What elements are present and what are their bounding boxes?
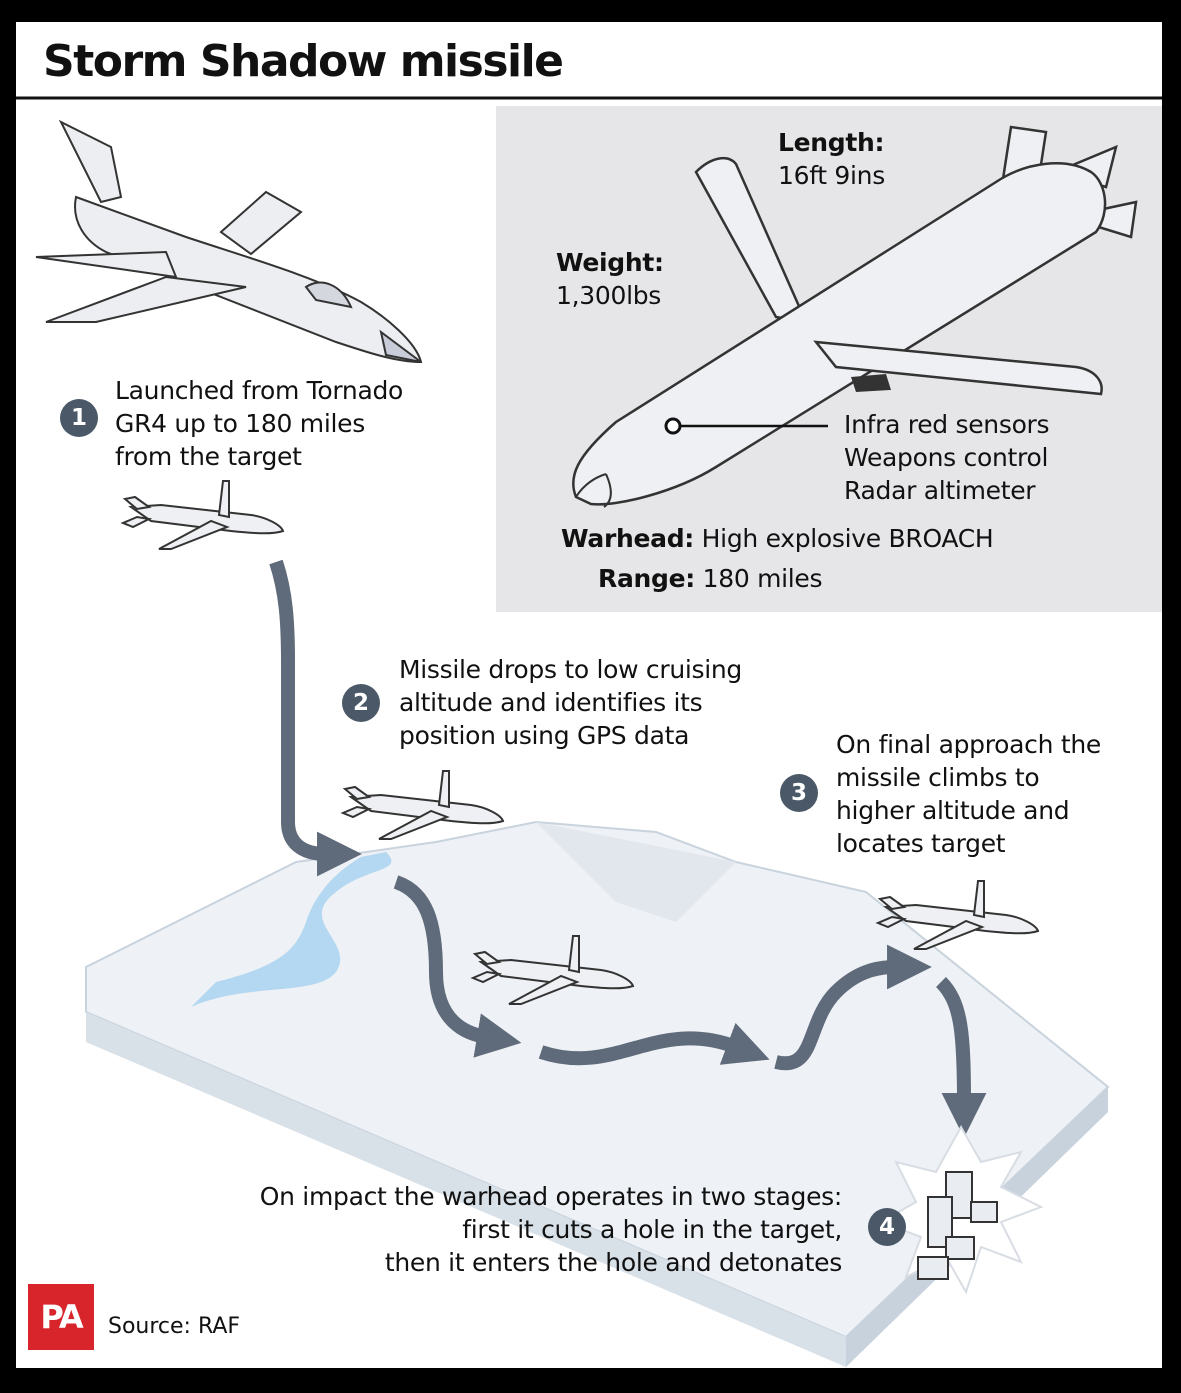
step-line: On final approach the: [836, 730, 1101, 759]
length-value: 16ft 9ins: [778, 161, 885, 190]
source-credit: Source: RAF: [108, 1314, 241, 1339]
step-4-badge: 4: [868, 1208, 906, 1246]
step-1-text: Launched from Tornado GR4 up to 180 mile…: [115, 374, 403, 473]
sensor-list: Infra red sensors Weapons control Radar …: [844, 408, 1050, 507]
step-line: Missile drops to low cruising: [399, 655, 742, 684]
sensor-item: Infra red sensors: [844, 410, 1050, 439]
buildings-icon: [917, 1171, 998, 1280]
missile-icon: [571, 125, 1138, 508]
infographic-graphics: [16, 96, 1162, 1367]
weight-value: 1,300lbs: [556, 281, 662, 310]
step-line: first it cuts a hole in the target,: [462, 1215, 842, 1244]
tornado-jet-icon: [35, 119, 423, 364]
warhead-spec: Warhead: High explosive BROACH: [561, 522, 994, 555]
infographic-frame: Storm Shadow missile Length: 16ft 9ins W…: [16, 22, 1162, 1368]
sensor-item: Radar altimeter: [844, 476, 1036, 505]
step-line: Launched from Tornado: [115, 376, 404, 405]
flight-path: [269, 559, 987, 1138]
length-spec: Length: 16ft 9ins: [778, 126, 885, 192]
step-line: position using GPS data: [399, 721, 690, 750]
step-1-badge: 1: [60, 399, 98, 437]
length-label: Length:: [778, 128, 885, 157]
pa-logo: PA: [28, 1284, 94, 1350]
weight-label: Weight:: [556, 248, 664, 277]
warhead-value: High explosive BROACH: [701, 524, 994, 553]
step-line: missile climbs to: [836, 763, 1040, 792]
range-spec: Range: 180 miles: [598, 562, 823, 595]
range-value: 180 miles: [702, 564, 823, 593]
step-line: higher altitude and: [836, 796, 1070, 825]
step-3-badge: 3: [780, 774, 818, 812]
warhead-label: Warhead:: [561, 524, 695, 553]
step-2-text: Missile drops to low cruising altitude a…: [399, 653, 742, 752]
step-line: from the target: [115, 442, 302, 471]
step-line: On impact the warhead operates in two st…: [259, 1182, 843, 1211]
step-line: altitude and identifies its: [399, 688, 703, 717]
step-2-badge: 2: [342, 684, 380, 722]
step-line: GR4 up to 180 miles: [115, 409, 365, 438]
step-3-text: On final approach the missile climbs to …: [836, 728, 1101, 860]
missile-stage-1: [122, 480, 284, 550]
step-line: locates target: [836, 829, 1006, 858]
missile-stage-2a: [342, 770, 504, 840]
range-label: Range:: [598, 564, 695, 593]
step-4-text: On impact the warhead operates in two st…: [259, 1180, 843, 1279]
sensor-item: Weapons control: [844, 443, 1049, 472]
page-title: Storm Shadow missile: [43, 36, 564, 87]
weight-spec: Weight: 1,300lbs: [556, 246, 664, 312]
step-line: then it enters the hole and detonates: [384, 1248, 842, 1277]
terrain-block: [85, 820, 1110, 1367]
